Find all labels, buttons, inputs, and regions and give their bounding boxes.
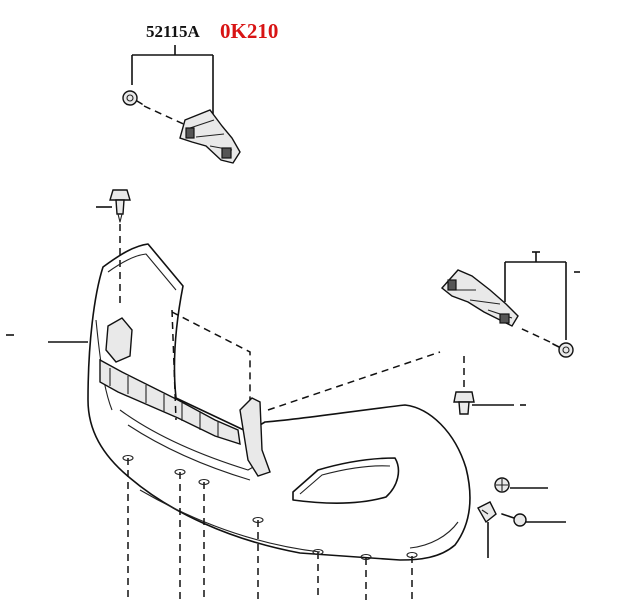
right-upper-push-clip [453,391,475,415]
part-code-label: 0K210 [220,19,278,43]
right-retainer-dashline [267,351,441,411]
upper-retainer-screw [122,90,143,106]
inner-left-dashline [171,309,177,421]
right-bumper-retainer [440,269,519,327]
right-lower-clip [477,501,497,524]
left-push-clip [109,189,131,223]
upper-screw-dashline [143,105,191,128]
right-retainer-leader-bracket [504,251,580,340]
right-lower-bolt [501,513,527,527]
right-retainer-screw [552,342,574,358]
upper-bumper-retainer [179,109,241,164]
bottom-clip-marks [122,454,418,561]
right-screw-dashline [519,327,551,343]
part-number-label: 52115A [146,22,201,41]
front-bumper-cover [87,243,471,561]
right-middle-screw [494,477,510,493]
label-leader-bracket [131,45,214,120]
upper-retainer-to-bumper-dashline [171,311,251,400]
